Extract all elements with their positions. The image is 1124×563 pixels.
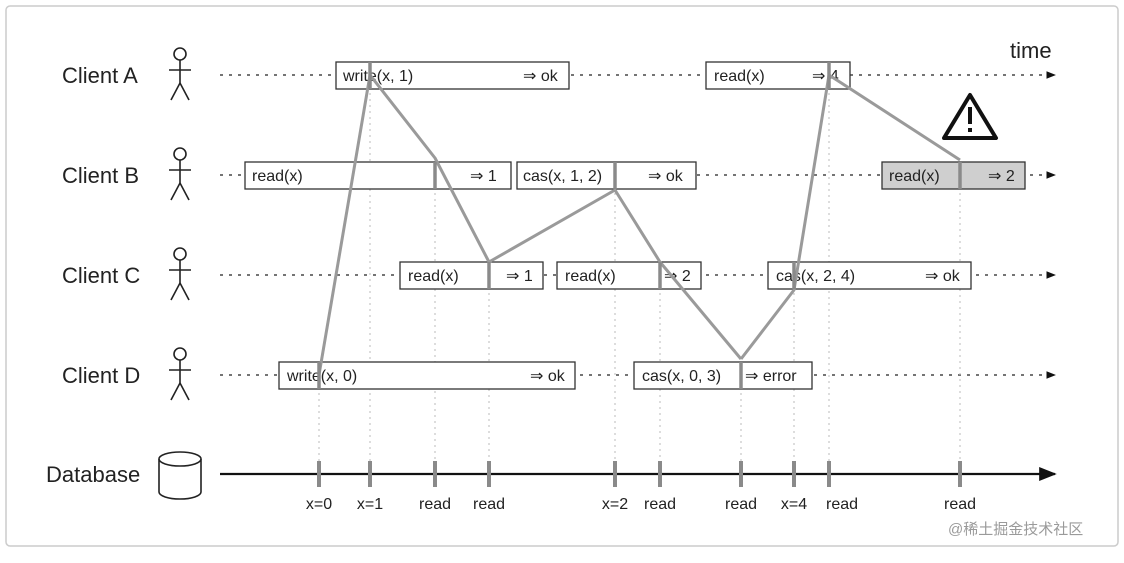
op-response: ⇒ error: [745, 368, 797, 385]
op-box-d-cas: [633, 361, 813, 390]
db-event-label: read: [473, 496, 505, 513]
op-request: cas(x, 1, 2): [523, 168, 602, 185]
database-label: Database: [46, 462, 140, 487]
op-response: ⇒ ok: [530, 368, 566, 385]
op-request: write(x, 0): [286, 368, 357, 385]
op-box-b-cas: [516, 161, 697, 190]
op-request: read(x): [408, 268, 459, 285]
db-event-label: x=0: [306, 496, 332, 513]
op-response: ⇒ 1: [470, 168, 497, 185]
db-ticks: [317, 461, 962, 487]
stick-figure-icon: [169, 147, 191, 201]
op-request: read(x): [565, 268, 616, 285]
client-a-label: Client A: [62, 63, 138, 88]
db-event-label: read: [644, 496, 676, 513]
path-cas-x2: [488, 188, 743, 360]
db-event-label: read: [419, 496, 451, 513]
db-event-label: read: [725, 496, 757, 513]
diagram-frame: [5, 5, 1119, 547]
db-event-label: x=2: [602, 496, 628, 513]
stick-figure-icon: [169, 247, 191, 301]
op-box-d-write: [278, 361, 576, 390]
path-write-x1: [368, 74, 491, 263]
op-box-b-read: [244, 161, 512, 190]
op-response: ⇒ 4: [812, 68, 839, 85]
op-response: ⇒ ok: [523, 68, 559, 85]
op-request: read(x): [714, 68, 765, 85]
op-box-a-write: [335, 61, 570, 90]
stick-figure-icon: [169, 47, 191, 101]
client-d-label: Client D: [62, 363, 140, 388]
client-c-label: Client C: [62, 263, 140, 288]
op-request: read(x): [252, 168, 303, 185]
op-box-c-cas: [767, 261, 972, 290]
op-response: ⇒ 2: [988, 168, 1015, 185]
op-response: ⇒ 2: [664, 268, 691, 285]
warning-icon: [942, 93, 998, 140]
db-event-label: x=4: [781, 496, 807, 513]
db-event-label: read: [944, 496, 976, 513]
path-write-x0: [317, 74, 372, 376]
client-b-label: Client B: [62, 163, 139, 188]
database-cylinder-icon: [158, 451, 202, 500]
op-response: ⇒ 1: [506, 268, 533, 285]
op-box-c-read-1: [399, 261, 544, 290]
op-request: cas(x, 2, 4): [776, 268, 855, 285]
path-cas-x4: [739, 73, 961, 360]
db-event-label: read: [826, 496, 858, 513]
watermark: @稀土掘金技术社区: [948, 521, 1083, 538]
time-label: time: [1010, 38, 1052, 63]
op-request: cas(x, 0, 3): [642, 368, 721, 385]
op-box-b-read-highlighted: [881, 161, 1026, 190]
op-response: ⇒ ok: [648, 168, 684, 185]
op-response: ⇒ ok: [925, 268, 961, 285]
request-paths: [317, 73, 961, 376]
db-event-label: x=1: [357, 496, 383, 513]
op-request: read(x): [889, 168, 940, 185]
sync-markers: [317, 62, 962, 389]
op-request: write(x, 1): [342, 68, 413, 85]
stick-figure-icon: [169, 347, 191, 401]
